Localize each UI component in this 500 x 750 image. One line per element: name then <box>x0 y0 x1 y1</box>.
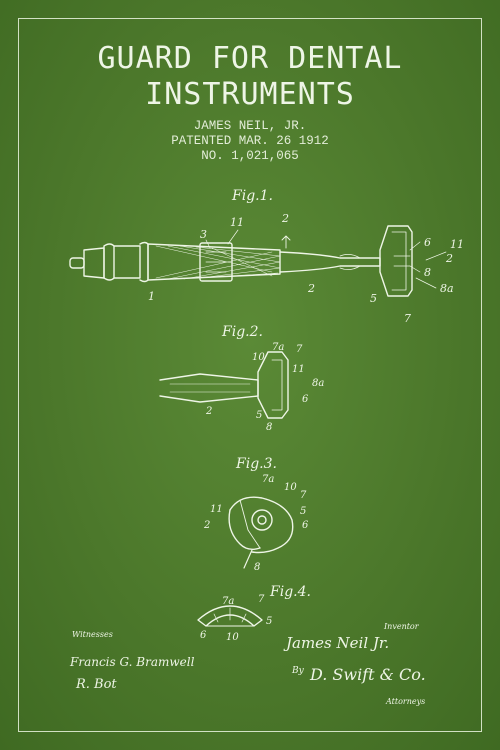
attorney-signature: D. Swift & Co. <box>309 665 426 684</box>
svg-text:2: 2 <box>281 212 289 225</box>
poster-title-line-1: GUARD FOR DENTAL <box>97 41 403 76</box>
fig-2-label: Fig.2. <box>221 324 263 340</box>
svg-text:7: 7 <box>300 490 307 501</box>
fig-2-instrument: 10 7a 7 11 8a6 2 58 <box>159 342 324 433</box>
svg-text:11: 11 <box>230 216 244 229</box>
svg-text:5: 5 <box>370 292 377 305</box>
fig-4-instrument: 7a 75 6 10 <box>197 594 272 643</box>
svg-text:7a: 7a <box>262 474 274 485</box>
svg-text:7a: 7a <box>222 596 234 607</box>
svg-text:7: 7 <box>296 344 303 355</box>
svg-text:6: 6 <box>200 630 207 641</box>
svg-text:7: 7 <box>404 312 411 325</box>
svg-text:10: 10 <box>252 352 265 363</box>
svg-text:7: 7 <box>258 594 265 605</box>
svg-text:5: 5 <box>300 506 306 517</box>
poster-title-line-2: INSTRUMENTS <box>145 77 355 112</box>
svg-text:8a: 8a <box>312 378 324 389</box>
svg-text:8: 8 <box>424 266 431 279</box>
fig-3-instrument: 7a 107 112 5 6 8 <box>203 474 309 573</box>
patent-number: NO. 1,021,065 <box>201 149 299 163</box>
svg-text:7a: 7a <box>272 342 284 353</box>
svg-text:2: 2 <box>203 520 210 531</box>
svg-text:11: 11 <box>450 238 464 251</box>
witnesses-label: Witnesses <box>72 630 113 639</box>
attorneys-label: Attorneys <box>386 697 426 706</box>
svg-text:2: 2 <box>307 282 315 295</box>
fig-1-label: Fig.1. <box>231 188 273 204</box>
witness-2-signature: R. Bot <box>75 677 117 692</box>
svg-text:6: 6 <box>302 520 309 531</box>
svg-text:1: 1 <box>148 290 155 303</box>
fig-3-label: Fig.3. <box>235 456 277 472</box>
svg-text:2: 2 <box>445 252 453 265</box>
poster-border <box>18 18 482 732</box>
by-label: By <box>292 666 304 676</box>
witness-1-signature: Francis G. Bramwell <box>69 655 195 669</box>
fig-4-label: Fig.4. <box>269 584 311 600</box>
svg-text:2: 2 <box>205 406 212 417</box>
witness-signatures: Francis G. Bramwell R. Bot <box>69 655 195 692</box>
svg-text:3: 3 <box>200 228 207 241</box>
inventor-label: Inventor <box>384 622 419 631</box>
svg-text:5: 5 <box>256 410 262 421</box>
svg-text:10: 10 <box>226 632 239 643</box>
inventor-signature: James Neil Jr. <box>286 634 390 652</box>
svg-text:5: 5 <box>266 616 272 627</box>
svg-text:11: 11 <box>210 504 223 515</box>
svg-text:6: 6 <box>302 394 309 405</box>
svg-text:8a: 8a <box>440 282 454 295</box>
svg-text:8: 8 <box>254 562 260 573</box>
svg-text:6: 6 <box>424 236 431 249</box>
svg-text:10: 10 <box>284 482 297 493</box>
svg-text:11: 11 <box>292 364 305 375</box>
inventor-name-caption: JAMES NEIL, JR. <box>193 119 307 133</box>
patent-date: PATENTED MAR. 26 1912 <box>171 134 329 148</box>
svg-text:8: 8 <box>266 422 272 433</box>
